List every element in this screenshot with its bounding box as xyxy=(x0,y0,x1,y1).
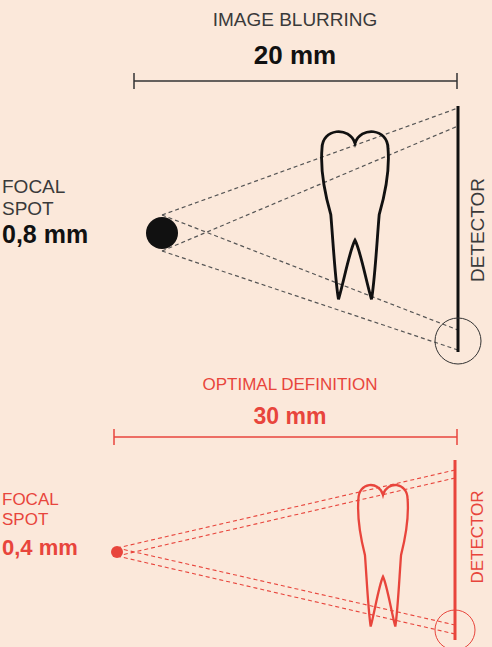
dimension-label: 20 mm xyxy=(254,41,336,71)
focal-spot xyxy=(146,217,178,249)
part-label: DETECTOR xyxy=(468,490,488,583)
focal-spot xyxy=(111,546,123,558)
section-heading: OPTIMAL DEFINITION xyxy=(202,375,377,395)
detector-plate xyxy=(454,460,457,640)
part-label: DETECTOR xyxy=(467,178,489,282)
detector-plate xyxy=(457,106,460,352)
part-label: FOCAL SPOT xyxy=(2,176,72,220)
dimension-label: 0,8 mm xyxy=(2,220,88,249)
tooth xyxy=(358,485,408,626)
tooth xyxy=(322,132,389,300)
blur-highlight xyxy=(435,318,481,364)
section-heading: IMAGE BLURRING xyxy=(213,9,378,31)
dimension-label: 30 mm xyxy=(254,403,327,429)
dimension-line xyxy=(134,73,457,89)
x-ray-beam xyxy=(162,108,458,350)
sharp-highlight xyxy=(435,610,475,647)
part-label: FOCAL SPOT xyxy=(2,490,62,529)
dimension-label: 0,4 mm xyxy=(2,535,78,560)
x-ray-beam xyxy=(117,470,455,634)
dimension-line xyxy=(114,429,457,445)
